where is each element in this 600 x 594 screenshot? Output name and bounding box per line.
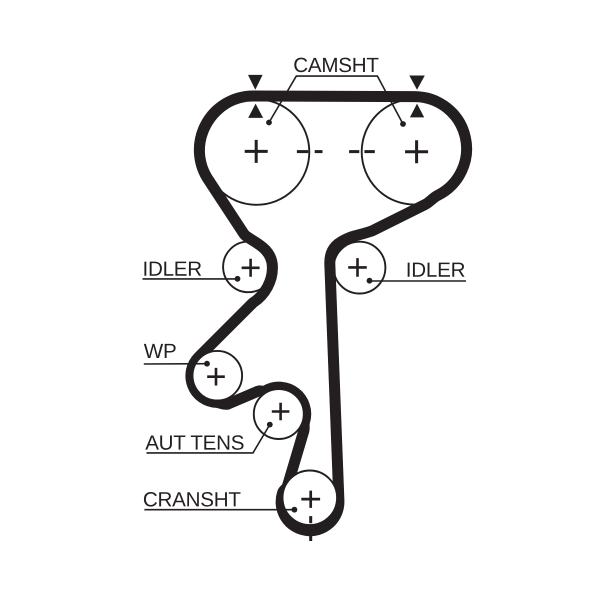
svg-text:IDLER: IDLER: [406, 259, 465, 282]
svg-text:CRANSHT: CRANSHT: [143, 488, 241, 511]
svg-text:WP: WP: [144, 340, 177, 363]
svg-text:IDLER: IDLER: [142, 258, 201, 281]
svg-text:CAMSHT: CAMSHT: [293, 54, 379, 77]
svg-text:AUT TENS: AUT TENS: [145, 432, 244, 455]
